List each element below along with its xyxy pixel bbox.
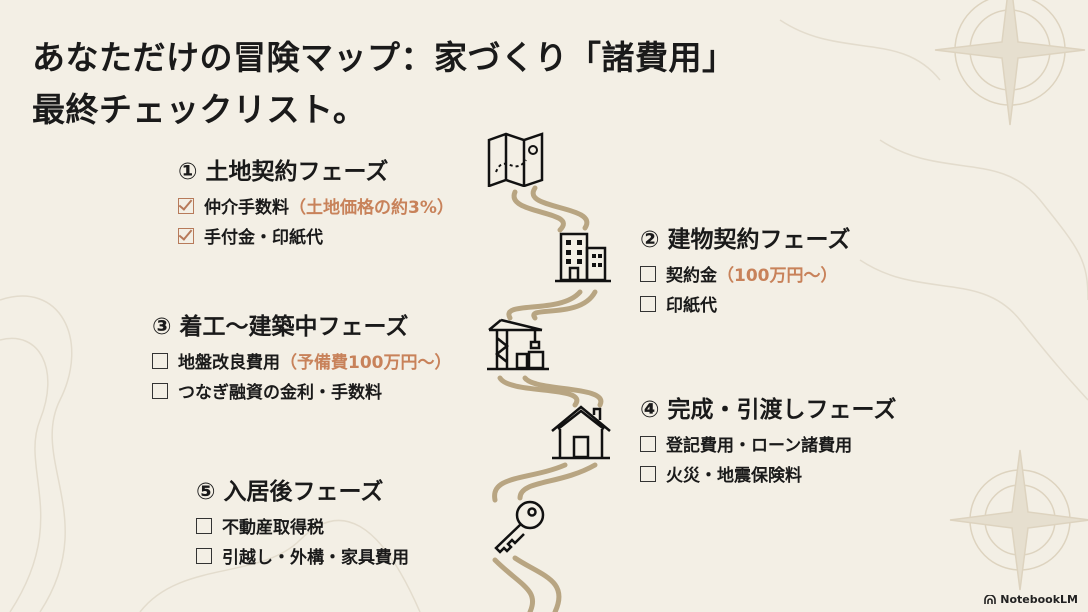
title-line-1: あなただけの冒険マップ：家づくり「諸費用」	[32, 38, 736, 77]
item-label: 登記費用・ローン諸費用	[666, 436, 853, 456]
phase-heading: ③ 着工～建築中フェーズ	[152, 314, 409, 340]
house-icon	[551, 405, 611, 460]
checkbox-icon[interactable]	[152, 383, 168, 399]
checklist-item[interactable]: 地盤改良費用（予備費100万円～）	[152, 348, 452, 378]
phase-heading: ① 土地契約フェーズ	[178, 159, 389, 185]
checked-checkbox-icon[interactable]	[178, 228, 194, 244]
crane-icon	[487, 318, 549, 371]
compass-rose-icon	[949, 449, 1088, 591]
checklist-item[interactable]: つなぎ融資の金利・手数料	[152, 378, 452, 408]
checkbox-icon[interactable]	[152, 353, 168, 369]
map-icon	[487, 132, 544, 187]
item-label: 仲介手数料	[204, 198, 289, 218]
phase-heading: ④ 完成・引渡しフェーズ	[640, 397, 897, 423]
checklist-item[interactable]: 不動産取得税	[196, 513, 409, 543]
checkbox-icon[interactable]	[196, 548, 212, 564]
phase-building-contract: ② 建物契約フェーズ 契約金（100万円～） 印紙代	[640, 225, 850, 321]
logo-text: NotebookLM	[1000, 593, 1078, 606]
item-note: （予備費100万円～）	[280, 353, 452, 373]
phase-after-move-in: ⑤ 入居後フェーズ 不動産取得税 引越し・外構・家具費用	[196, 477, 409, 573]
checklist-item[interactable]: 仲介手数料（土地価格の約3%）	[178, 193, 454, 223]
checkbox-icon[interactable]	[640, 266, 656, 282]
checkbox-icon[interactable]	[196, 518, 212, 534]
checkbox-icon[interactable]	[640, 436, 656, 452]
item-label: 地盤改良費用	[178, 353, 280, 373]
title-line-2: 最終チェックリスト。	[32, 90, 367, 129]
phase-heading: ⑤ 入居後フェーズ	[196, 479, 384, 505]
checked-checkbox-icon[interactable]	[178, 198, 194, 214]
checkbox-icon[interactable]	[640, 296, 656, 312]
checklist-item[interactable]: 火災・地震保険料	[640, 461, 896, 491]
item-label: 手付金・印紙代	[204, 228, 323, 248]
checklist-item[interactable]: 手付金・印紙代	[178, 223, 454, 253]
notebooklm-logo: NotebookLM	[984, 593, 1078, 606]
checklist-item[interactable]: 登記費用・ローン諸費用	[640, 431, 896, 461]
checklist-item[interactable]: 印紙代	[640, 291, 850, 321]
notebooklm-icon	[984, 594, 997, 604]
phase-land-contract: ① 土地契約フェーズ 仲介手数料（土地価格の約3%） 手付金・印紙代	[178, 157, 454, 253]
phase-completion: ④ 完成・引渡しフェーズ 登記費用・ローン諸費用 火災・地震保険料	[640, 395, 896, 491]
page-title: あなただけの冒険マップ：家づくり「諸費用」 最終チェックリスト。	[32, 32, 736, 136]
phase-construction: ③ 着工～建築中フェーズ 地盤改良費用（予備費100万円～） つなぎ融資の金利・…	[152, 312, 452, 408]
item-label: つなぎ融資の金利・手数料	[178, 383, 382, 403]
phase-heading: ② 建物契約フェーズ	[640, 227, 851, 253]
item-label: 引越し・外構・家具費用	[222, 548, 409, 568]
item-note: （100万円～）	[717, 266, 838, 286]
checklist-item[interactable]: 契約金（100万円～）	[640, 261, 850, 291]
item-label: 不動産取得税	[222, 518, 324, 538]
checklist-item[interactable]: 引越し・外構・家具費用	[196, 543, 409, 573]
building-icon	[555, 232, 611, 283]
item-note: （土地価格の約3%）	[289, 198, 454, 218]
item-label: 印紙代	[666, 296, 717, 316]
item-label: 契約金	[666, 266, 717, 286]
key-icon	[494, 500, 545, 554]
checkbox-icon[interactable]	[640, 466, 656, 482]
item-label: 火災・地震保険料	[666, 466, 802, 486]
compass-rose-icon	[934, 0, 1086, 126]
